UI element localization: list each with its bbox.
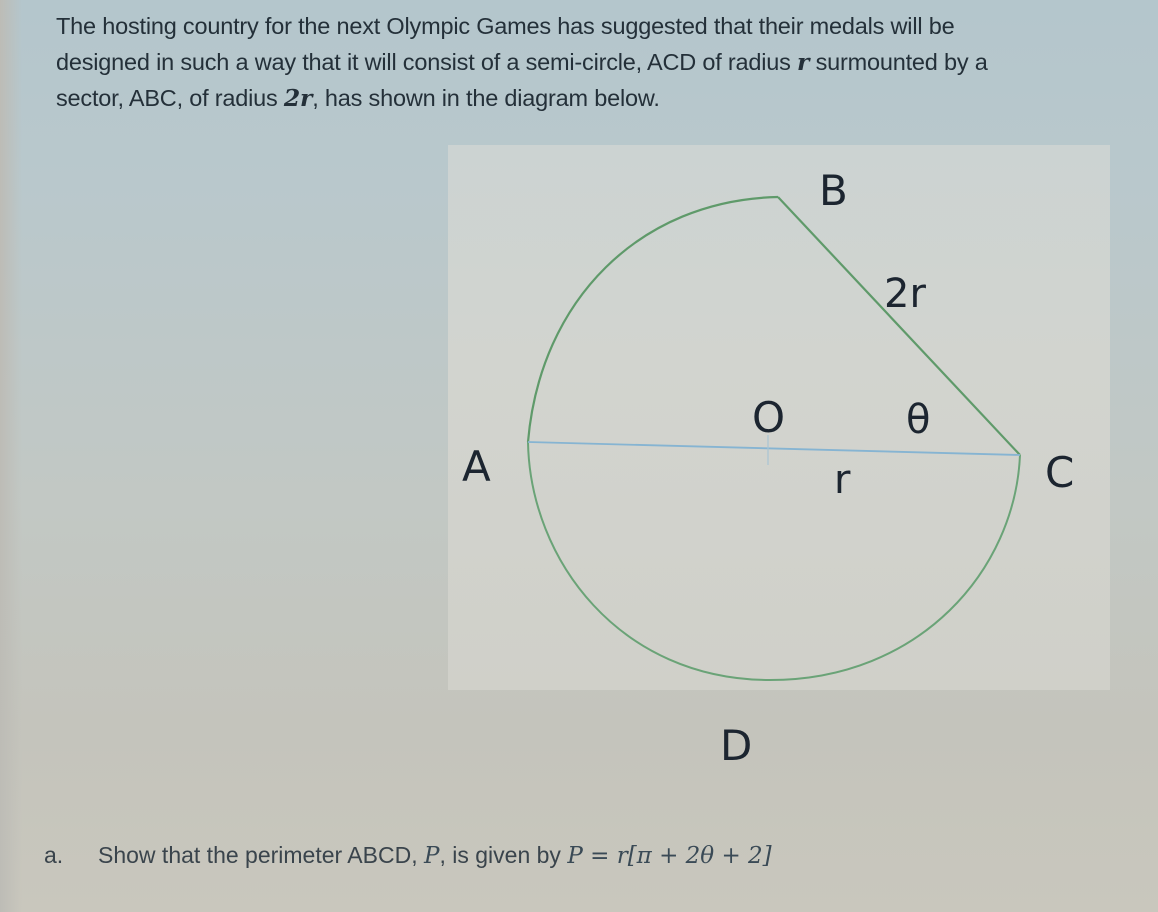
question-line-1: The hosting country for the next Olympic… — [56, 8, 1146, 44]
sector-radius-BC — [777, 196, 1021, 456]
label-D: D — [720, 721, 753, 770]
left-edge-shade — [0, 0, 22, 912]
label-theta: θ — [906, 397, 931, 443]
label-r: r — [834, 457, 851, 503]
question-line-2-tail: surmounted by a — [809, 49, 988, 75]
question-line-2: designed in such a way that it will cons… — [56, 44, 1146, 80]
question-text: The hosting country for the next Olympic… — [56, 8, 1146, 116]
label-A: A — [462, 442, 491, 491]
question-line-3-tail: , has shown in the diagram below. — [312, 85, 660, 111]
question-line-2-text: designed in such a way that it will cons… — [56, 49, 798, 75]
radius-symbol: r — [797, 48, 810, 76]
sector-arc-AB — [526, 195, 779, 443]
diagram-panel — [448, 145, 1110, 690]
label-O: O — [752, 393, 786, 442]
question-line-3-text: sector, ABC, of radius — [56, 85, 284, 111]
label-C: C — [1045, 448, 1075, 497]
perimeter-symbol: P — [424, 843, 440, 869]
question-line-3: sector, ABC, of radius 2r, has shown in … — [56, 80, 1146, 116]
sub-question-text-2: , is given by — [439, 842, 568, 868]
sub-question-a: a. Show that the perimeter ABCD, P, is gi… — [44, 842, 772, 869]
sector-radius-symbol: 2r — [283, 84, 313, 112]
question-line-1-text: The hosting country for the next Olympic… — [56, 13, 955, 39]
perimeter-formula: P = r[π + 2θ + 2] — [567, 843, 772, 869]
label-B: B — [819, 166, 848, 215]
sub-question-text: Show that the perimeter ABCD, — [98, 842, 424, 868]
label-2r: 2r — [884, 271, 926, 317]
diameter-AC — [527, 441, 1021, 456]
sub-question-marker: a. — [44, 842, 64, 868]
semicircle-ADC — [527, 441, 1021, 682]
